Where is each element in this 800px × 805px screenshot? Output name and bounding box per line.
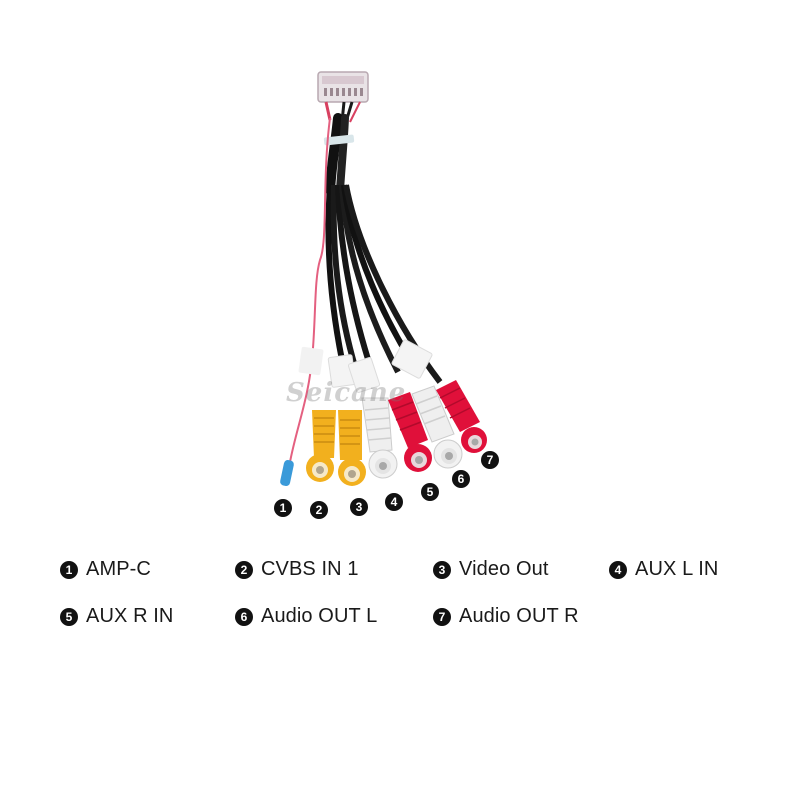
multi-pin-connector	[317, 71, 369, 123]
rca-plug-red-2	[436, 380, 487, 453]
callout-2: 2	[310, 501, 328, 519]
rca-plug-red-1	[388, 392, 432, 472]
rca-plug-yellow-2	[338, 410, 366, 486]
rca-plug-yellow-1	[306, 410, 336, 482]
callout-4: 4	[385, 493, 403, 511]
callout-3: 3	[350, 498, 368, 516]
amp-c-wire	[280, 117, 331, 487]
callout-7: 7	[481, 451, 499, 469]
rca-plug-white-1	[361, 397, 398, 479]
main-cable-bundle	[323, 113, 443, 384]
callout-1: 1	[274, 499, 292, 517]
callout-6: 6	[452, 470, 470, 488]
rca-plug-white-2	[411, 385, 463, 469]
brand-watermark: Seicane	[286, 378, 407, 408]
callout-5: 5	[421, 483, 439, 501]
